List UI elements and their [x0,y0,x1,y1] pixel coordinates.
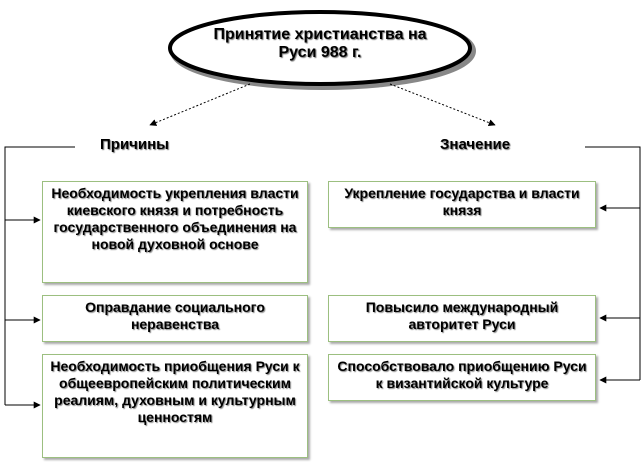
significance-bracket [585,146,641,380]
significance-box-3: Способствовало приобщению Руси к византи… [328,354,596,401]
cause-box-3: Необходимость приобщения Руси к общеевро… [42,354,308,458]
causes-heading: Причины [100,136,169,153]
arrow-to-causes [149,83,251,126]
title-ellipse [168,10,472,86]
causes-bracket [4,146,75,405]
diagram-title: Принятие христианства на Руси 988 г. [213,26,427,61]
arrow-to-significance [389,83,496,126]
cause-box-1: Необходимость укрепления власти киевског… [42,181,308,283]
significance-box-1: Укрепление государства и власти князя [328,181,596,228]
title-container: Принятие христианства на Руси 988 г. [196,18,444,80]
significance-box-2: Повысило международный авторитет Руси [328,295,596,342]
cause-box-2: Оправдание социального неравенства [42,295,308,342]
significance-heading: Значение [440,136,511,153]
